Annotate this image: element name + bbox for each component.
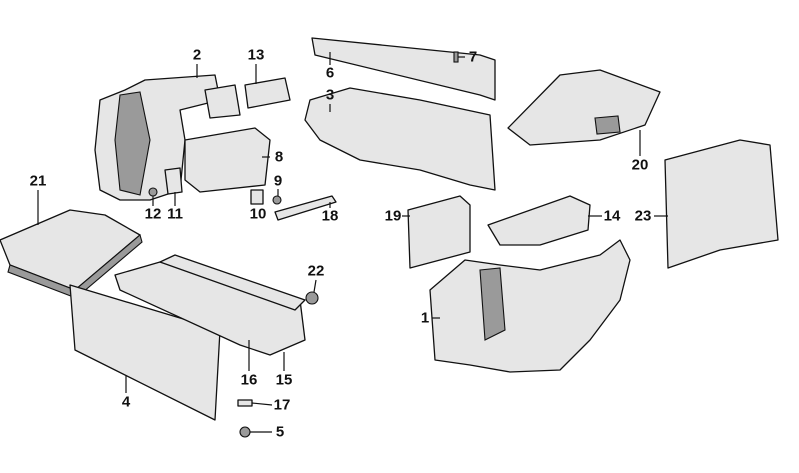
callout-10: 10 <box>249 205 267 223</box>
part-13b <box>204 84 241 119</box>
callout-14: 14 <box>603 207 621 225</box>
callout-12: 12 <box>144 205 162 223</box>
part-8-cover <box>184 127 271 193</box>
callout-17: 17 <box>273 396 291 414</box>
part-1-side-panel <box>429 239 631 373</box>
callout-22: 22 <box>307 262 325 280</box>
part-5-screw <box>239 426 251 438</box>
callout-16: 16 <box>240 371 258 389</box>
callout-9: 9 <box>273 172 283 190</box>
callout-15: 15 <box>275 371 293 389</box>
leader-lines <box>37 52 668 433</box>
callout-3: 3 <box>325 86 335 104</box>
callout-18: 18 <box>321 207 339 225</box>
part-11-clip <box>164 167 183 195</box>
part-6-trim-panel <box>311 37 496 101</box>
part-2-shading <box>114 91 151 196</box>
callout-11: 11 <box>167 205 183 223</box>
part-17-pin <box>237 399 253 407</box>
part-23-panel <box>664 139 779 269</box>
part-20-tray <box>507 69 661 146</box>
callout-2: 2 <box>192 46 202 64</box>
callout-7: 7 <box>468 48 478 66</box>
part-19-cover <box>407 195 471 269</box>
part-20-block <box>594 115 621 135</box>
callout-13: 13 <box>247 46 265 64</box>
part-1-shading <box>479 267 506 341</box>
callout-19: 19 <box>384 207 402 225</box>
callout-23: 23 <box>634 207 652 225</box>
callout-4: 4 <box>121 393 131 411</box>
callout-1: 1 <box>420 309 430 327</box>
callout-21: 21 <box>29 172 47 190</box>
callout-8: 8 <box>274 148 284 166</box>
part-18-strip <box>274 195 337 221</box>
callout-20: 20 <box>631 156 649 174</box>
callout-6: 6 <box>325 64 335 82</box>
callout-5: 5 <box>275 423 285 441</box>
part-16-bracket <box>159 254 306 311</box>
part-13-bracket <box>244 77 291 109</box>
part-3-rear-panel <box>304 87 496 191</box>
part-14-tray <box>487 195 591 246</box>
part-7-clip <box>453 51 459 63</box>
part-22-grommet <box>305 291 319 305</box>
part-12-screw <box>148 187 158 197</box>
part-9-screw <box>272 195 282 205</box>
part-10-clip <box>250 189 264 205</box>
